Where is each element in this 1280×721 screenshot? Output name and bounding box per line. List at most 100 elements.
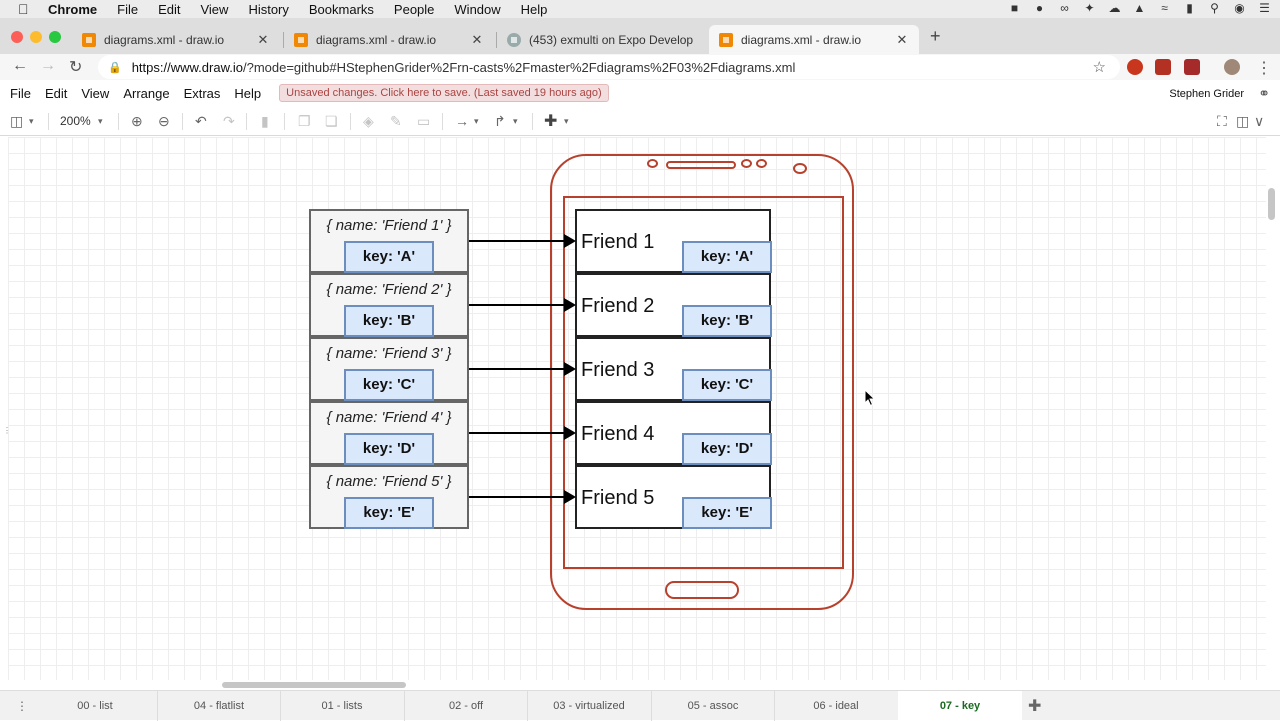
spotlight-search-icon[interactable]: ⚲ xyxy=(1210,1,1219,15)
menu-extras[interactable]: Extras xyxy=(183,85,221,101)
menubar-people[interactable]: People xyxy=(393,1,435,17)
browser-tab-3[interactable]: (453) exmulti on Expo Develop xyxy=(497,25,705,54)
phone-outline-shape[interactable] xyxy=(550,154,854,610)
object-key-box[interactable]: key: 'D' xyxy=(344,433,434,465)
line-color-icon[interactable]: ✎ xyxy=(390,113,402,129)
menubar-file[interactable]: File xyxy=(117,1,139,17)
format-panel-toggle-icon[interactable]: ◫ xyxy=(1236,113,1250,129)
row-key-box[interactable]: key: 'C' xyxy=(682,369,772,401)
mapping-arrow[interactable] xyxy=(469,490,576,504)
cloud-icon[interactable]: ☁ xyxy=(1108,1,1121,15)
format-panel-icon[interactable]: ◫ xyxy=(10,113,24,129)
badge-extension-icon[interactable] xyxy=(1184,59,1200,75)
redo-icon[interactable]: ↷ xyxy=(223,113,235,129)
menubar-window[interactable]: Window xyxy=(454,1,501,17)
pages-menu-icon[interactable]: ⋮ xyxy=(16,699,28,713)
turtle-icon[interactable]: ▲ xyxy=(1133,1,1146,15)
page-tab-02-off[interactable]: 02 - off xyxy=(404,691,528,721)
object-key-box[interactable]: key: 'E' xyxy=(344,497,434,529)
chevron-down-icon[interactable]: ▾ xyxy=(29,116,34,126)
mapping-arrow[interactable] xyxy=(469,426,576,440)
shadow-icon[interactable]: ▭ xyxy=(417,113,431,129)
menubar-history[interactable]: History xyxy=(248,1,289,17)
menubar-help[interactable]: Help xyxy=(520,1,548,17)
sidebar-resize-handle[interactable]: ⋮ xyxy=(3,426,11,435)
ublock-extension-icon[interactable] xyxy=(1127,59,1143,75)
mapping-arrow[interactable] xyxy=(469,362,576,376)
wifi-icon[interactable]: ≈ xyxy=(1161,1,1168,15)
forward-arrow-icon[interactable]: → xyxy=(40,57,56,74)
back-arrow-icon[interactable]: ← xyxy=(12,57,28,74)
apple-icon[interactable]:  xyxy=(18,1,32,17)
collapse-chevron-icon[interactable]: ∨ xyxy=(1254,113,1265,129)
fill-color-icon[interactable]: ◈ xyxy=(363,113,374,129)
unsaved-changes-notice[interactable]: Unsaved changes. Click here to save. (La… xyxy=(279,84,609,102)
delete-icon[interactable]: ▮ xyxy=(261,113,269,129)
chrome-menu-icon[interactable]: ⋮ xyxy=(1256,60,1272,77)
row-key-box[interactable]: key: 'B' xyxy=(682,305,772,337)
bookmark-star-icon[interactable]: ☆ xyxy=(1092,59,1106,76)
browser-tab-1[interactable]: diagrams.xml - draw.io ✕ xyxy=(72,25,280,54)
notification-center-icon[interactable]: ☰ xyxy=(1259,1,1270,15)
object-key-box[interactable]: key: 'B' xyxy=(344,305,434,337)
undo-icon[interactable]: ↶ xyxy=(195,113,207,129)
page-tab-04-flatlist[interactable]: 04 - flatlist xyxy=(157,691,281,721)
row-key-box[interactable]: key: 'A' xyxy=(682,241,772,273)
zoom-out-icon[interactable]: ⊖ xyxy=(158,113,170,129)
to-back-icon[interactable]: ❏ xyxy=(325,113,338,129)
menu-file[interactable]: File xyxy=(10,85,31,101)
close-tab-icon[interactable]: ✕ xyxy=(257,31,269,47)
phone-speaker-shape[interactable] xyxy=(666,161,736,169)
connection-arrow-icon[interactable]: → xyxy=(455,113,469,129)
menu-view[interactable]: View xyxy=(81,85,110,101)
page-tab-03-virtualized[interactable]: 03 - virtualized xyxy=(527,691,651,721)
menubar-view[interactable]: View xyxy=(200,1,229,17)
profile-avatar[interactable] xyxy=(1224,59,1240,75)
object-key-box[interactable]: key: 'C' xyxy=(344,369,434,401)
user-menu[interactable]: Stephen Grider xyxy=(1169,88,1244,100)
phone-home-button-shape[interactable] xyxy=(665,581,739,599)
chevron-down-icon[interactable]: ▾ xyxy=(513,116,518,126)
zoom-in-icon[interactable]: ⊕ xyxy=(131,113,143,129)
fullscreen-icon[interactable]: ⛶ xyxy=(1217,113,1227,129)
phone-camera-shape[interactable] xyxy=(647,159,658,168)
siri-icon[interactable]: ◉ xyxy=(1234,1,1245,15)
browser-tab-2[interactable]: diagrams.xml - draw.io ✕ xyxy=(284,25,494,54)
extension-icon[interactable] xyxy=(1155,59,1171,75)
record-icon[interactable]: ● xyxy=(1035,1,1044,15)
chevron-down-icon[interactable]: ▾ xyxy=(98,116,103,126)
menubar-bookmarks[interactable]: Bookmarks xyxy=(308,1,374,17)
row-key-box[interactable]: key: 'D' xyxy=(682,433,772,465)
zoom-window-button[interactable] xyxy=(49,31,61,43)
close-tab-icon[interactable]: ✕ xyxy=(896,31,908,47)
address-url[interactable]: https://www.draw.io/?mode=github#HStephe… xyxy=(132,60,796,75)
menu-arrange[interactable]: Arrange xyxy=(123,85,170,101)
chevron-down-icon[interactable]: ▾ xyxy=(564,116,569,126)
page-tab-00-list[interactable]: 00 - list xyxy=(77,700,113,712)
to-front-icon[interactable]: ❐ xyxy=(298,113,311,129)
bird-icon[interactable]: ✦ xyxy=(1084,1,1095,15)
new-tab-button[interactable]: + xyxy=(930,26,941,46)
lock-icon[interactable]: 🔒 xyxy=(108,61,122,74)
close-window-button[interactable] xyxy=(11,31,23,43)
vertical-scrollbar[interactable] xyxy=(1268,188,1275,220)
reload-icon[interactable]: ↻ xyxy=(69,59,83,76)
insert-plus-icon[interactable]: ✚ xyxy=(544,113,558,130)
phone-sensor-shape[interactable] xyxy=(756,159,767,168)
menubar-app-name[interactable]: Chrome xyxy=(48,1,98,17)
mapping-arrow[interactable] xyxy=(469,298,576,312)
browser-tab-4-active[interactable]: diagrams.xml - draw.io ✕ xyxy=(709,25,919,54)
page-tab-07-key[interactable]: 07 - key xyxy=(898,691,1022,721)
zoom-select[interactable]: 200% xyxy=(60,114,91,128)
menu-edit[interactable]: Edit xyxy=(44,85,68,101)
menubar-edit[interactable]: Edit xyxy=(158,1,181,17)
phone-sensor-shape[interactable] xyxy=(741,159,752,168)
minimize-window-button[interactable] xyxy=(30,31,42,43)
add-page-icon[interactable]: ✚ xyxy=(1028,698,1042,715)
phone-screen-shape[interactable] xyxy=(563,196,844,569)
address-bar[interactable]: 🔒 https://www.draw.io/?mode=github#HStep… xyxy=(98,55,1120,79)
object-key-box[interactable]: key: 'A' xyxy=(344,241,434,273)
page-tab-05-assoc[interactable]: 05 - assoc xyxy=(651,691,775,721)
glasses-icon[interactable]: ∞ xyxy=(1060,1,1069,15)
evernote-icon[interactable]: ■ xyxy=(1010,1,1019,15)
